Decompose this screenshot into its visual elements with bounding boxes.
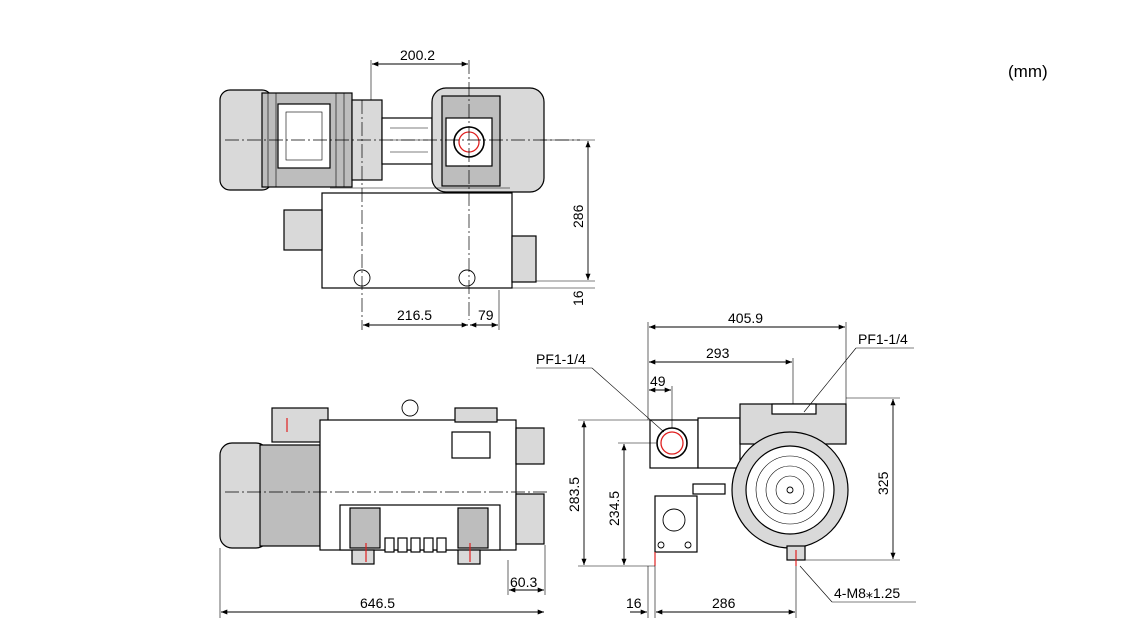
- top-pump-body: [321, 192, 513, 289]
- side-dim-283-5: 283.5: [566, 477, 582, 512]
- top-dim-216-5: 216.5: [397, 307, 432, 323]
- top-terminal-box: [277, 103, 331, 169]
- bolt-label: 4-M8⁎1.25: [834, 585, 900, 601]
- side-view: 405.9 293 49 PF1-1/4 PF1-1/4 283.5 234.5…: [536, 310, 916, 618]
- port-label-left: PF1-1/4: [536, 351, 586, 367]
- side-dim-49: 49: [650, 373, 666, 389]
- top-dim-16: 16: [570, 290, 586, 306]
- front-view: 60.3 646.5: [219, 399, 548, 618]
- front-dim-646-5: 646.5: [360, 595, 395, 611]
- side-dim-405-9: 405.9: [728, 310, 763, 326]
- side-dim-16: 16: [626, 595, 642, 611]
- port-label-right: PF1-1/4: [858, 331, 908, 347]
- top-dim-79: 79: [478, 307, 494, 323]
- top-dim-286: 286: [570, 204, 586, 228]
- front-dim-60-3: 60.3: [510, 574, 537, 590]
- side-dim-286: 286: [712, 595, 736, 611]
- side-dim-234-5: 234.5: [606, 491, 622, 526]
- top-view: 200.2 286 16 216.5 79: [219, 47, 595, 330]
- side-dim-325: 325: [875, 471, 891, 495]
- side-dim-293: 293: [706, 345, 730, 361]
- top-dim-200-2: 200.2: [400, 47, 435, 63]
- lifting-eye: [401, 399, 419, 417]
- unit-label: (mm): [1008, 62, 1048, 81]
- front-vents: [384, 537, 447, 553]
